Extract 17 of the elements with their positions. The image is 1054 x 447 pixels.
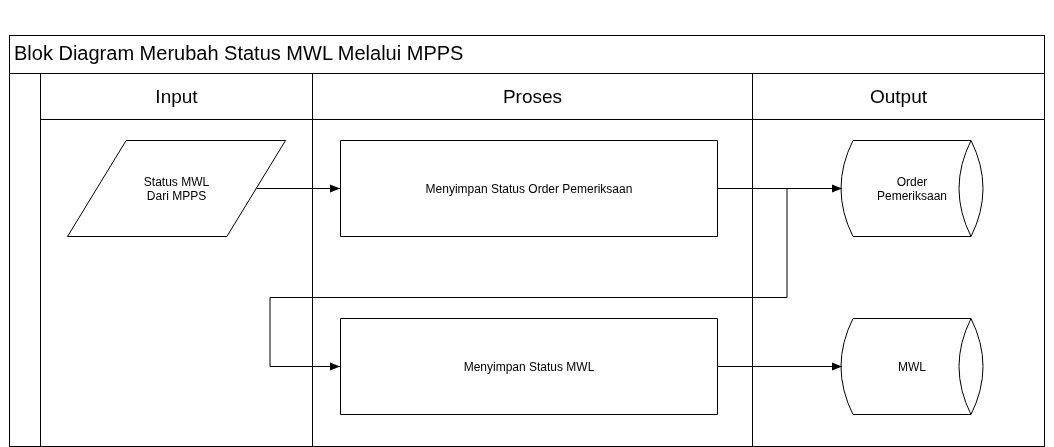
- diagram-title: Blok Diagram Merubah Status MWL Melalui MPPS: [14, 42, 464, 65]
- lane-title: Output: [753, 74, 1044, 120]
- node-label: MWL: [898, 359, 926, 374]
- data-store-cylinder: [841, 140, 983, 237]
- lane-title: Proses: [313, 74, 752, 120]
- node-label: Status MWL Dari MPPS: [142, 174, 211, 203]
- process-box: [340, 140, 718, 237]
- arrow: [255, 184, 341, 193]
- arrow: [717, 362, 843, 371]
- arrow: [269, 188, 788, 371]
- input-parallelogram: [67, 140, 286, 237]
- node-label: Order Pemeriksaan: [876, 174, 948, 203]
- lane-title: Input: [41, 74, 312, 120]
- process-box: [340, 318, 718, 415]
- node-label: Menyimpan Status Order Pemeriksaan: [425, 181, 633, 196]
- node-label: Menyimpan Status MWL: [463, 359, 595, 374]
- data-store-cylinder: [841, 318, 983, 415]
